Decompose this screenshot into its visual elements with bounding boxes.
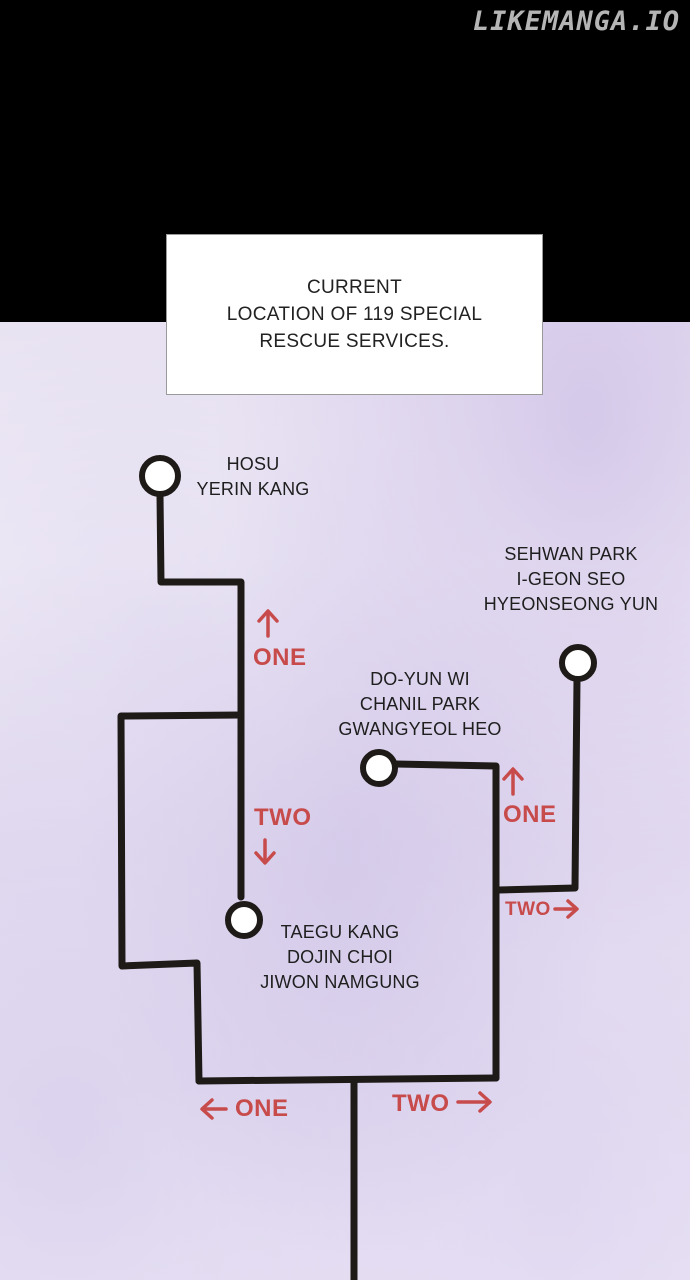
team-member: CHANIL PARK	[359, 694, 481, 714]
node-bottom-left	[225, 901, 263, 939]
arrow-down-icon	[254, 838, 276, 865]
arrow-left-icon	[200, 1098, 228, 1120]
team-member: HYEONSEONG YUN	[483, 594, 659, 614]
direction-label-one: ONE	[235, 1095, 289, 1122]
node-middle	[360, 749, 398, 787]
node-top-left	[139, 455, 181, 497]
route-bottom-bar	[195, 1074, 500, 1085]
arrow-up-icon	[502, 767, 524, 796]
arrow-right-icon	[456, 1091, 492, 1113]
team-top-left: HOSU YERIN KANG	[193, 452, 313, 502]
route-far-right-branch	[495, 675, 581, 894]
direction-label-two: TWO	[254, 804, 312, 831]
team-member: GWANGYEOL HEO	[338, 719, 502, 739]
arrow-up-icon	[257, 609, 279, 638]
team-member: DOJIN CHOI	[286, 947, 393, 967]
team-member: YERIN KANG	[196, 479, 310, 499]
site-watermark: LIKEMANGA.IO	[472, 6, 680, 37]
team-bottom-left: TAEGU KANG DOJIN CHOI JIWON NAMGUNG	[244, 920, 436, 995]
team-member: SEHWAN PARK	[504, 544, 638, 564]
route-right-branch	[392, 760, 500, 1082]
node-right	[559, 644, 597, 682]
arrow-right-icon	[553, 899, 579, 919]
team-member: JIWON NAMGUNG	[260, 972, 420, 992]
direction-label-one: ONE	[503, 801, 557, 828]
caption-line: RESCUE SERVICES.	[259, 331, 450, 352]
team-member: HOSU	[226, 454, 280, 474]
caption-text: CURRENT LOCATION OF 119 SPECIAL RESCUE S…	[227, 274, 482, 355]
direction-label-two: TWO	[392, 1090, 450, 1117]
direction-label-one: ONE	[253, 644, 307, 671]
team-member: DO-YUN WI	[370, 669, 470, 689]
route-top-left-branch	[156, 491, 245, 901]
team-middle: DO-YUN WI CHANIL PARK GWANGYEOL HEO	[322, 667, 518, 742]
team-member: TAEGU KANG	[280, 922, 400, 942]
caption-line: CURRENT	[306, 277, 402, 298]
team-member: I-GEON SEO	[516, 569, 626, 589]
direction-label-two: TWO	[505, 899, 551, 920]
route-left-branch	[117, 711, 245, 1085]
team-right: SEHWAN PARK I-GEON SEO HYEONSEONG YUN	[470, 542, 672, 617]
caption-line: LOCATION OF 119 SPECIAL	[226, 304, 483, 325]
caption-box: CURRENT LOCATION OF 119 SPECIAL RESCUE S…	[166, 234, 543, 395]
